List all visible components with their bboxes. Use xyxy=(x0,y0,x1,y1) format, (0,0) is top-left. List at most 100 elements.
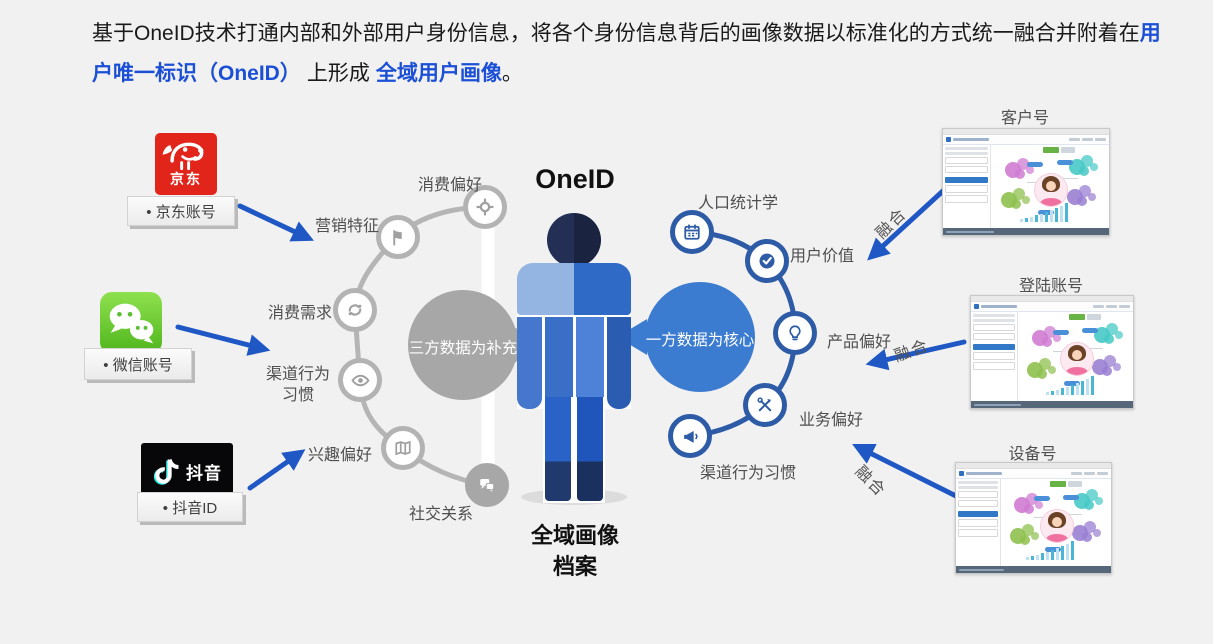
mini-cluster-teal xyxy=(1093,322,1124,345)
douyin-note-icon xyxy=(153,458,179,485)
mini-canvas xyxy=(1001,479,1111,566)
node-product-preference xyxy=(773,311,817,355)
douyin-logo-text: 抖音 xyxy=(186,463,222,483)
mini-tag xyxy=(1064,381,1081,387)
arrow-fuse-2 xyxy=(865,339,967,371)
figure-left-arm xyxy=(517,317,542,409)
headline-period: 。 xyxy=(501,62,523,85)
wechat-account-label: • 微信账号 xyxy=(84,348,192,380)
label-user-value: 用户价值 xyxy=(790,248,855,265)
mini-body xyxy=(943,145,1109,228)
mini-cluster-purple xyxy=(1091,354,1122,377)
mini-tag xyxy=(1057,159,1074,165)
mini-toggle-on xyxy=(1049,481,1066,487)
headline-mid: 上形成 xyxy=(306,62,370,85)
mini-header xyxy=(956,469,1111,479)
label-channel-behavior-right: 渠道行为习惯 xyxy=(700,465,797,482)
headline-blue-oneid: 户唯一标识（OneID） xyxy=(92,62,301,85)
node-user-value xyxy=(745,239,789,283)
panel-screenshot-customer-id xyxy=(942,128,1110,236)
mini-avatar xyxy=(1059,342,1094,377)
headline-line2: 户唯一标识（OneID）上形成全域用户画像。 xyxy=(92,54,1162,94)
mini-sidebar xyxy=(971,312,1019,401)
mini-tag xyxy=(1026,161,1043,167)
mini-toggle-off xyxy=(1086,314,1101,320)
mini-bar-chart xyxy=(1026,541,1075,560)
mini-toggle-on xyxy=(1068,314,1085,320)
label-product-preference: 产品偏好 xyxy=(827,334,892,351)
chat-icon xyxy=(480,479,495,492)
mini-toggle-off xyxy=(1067,481,1082,487)
mini-tag xyxy=(1045,546,1062,552)
mini-titlebar xyxy=(956,463,1111,469)
oneid-title: OneID xyxy=(535,164,615,194)
megaphone-icon xyxy=(683,430,698,443)
node-channel-behavior-left xyxy=(338,358,382,402)
mini-toggle-off xyxy=(1061,147,1075,153)
headline: 基于OneID技术打通内部和外部用户身份信息，将各个身份信息背后的画像数据以标准… xyxy=(92,14,1162,94)
node-interest-preference xyxy=(381,426,425,470)
figure-head xyxy=(547,213,601,267)
headline-text: 基于OneID技术打通内部和外部用户身份信息，将各个身份信息背后的画像数据以标准… xyxy=(92,22,1140,45)
label-consume-demand: 消费需求 xyxy=(268,305,333,322)
node-demographics xyxy=(670,210,714,254)
gear-icon xyxy=(476,198,494,216)
wechat-app-icon xyxy=(100,292,162,354)
mini-tag xyxy=(1062,494,1079,500)
panel-title-login-account: 登陆账号 xyxy=(1018,278,1083,295)
figure-right-arm xyxy=(607,317,631,409)
label-demographics: 人口统计学 xyxy=(698,195,779,212)
first-party-bubble: 一方数据为核心 xyxy=(617,282,755,392)
mini-canvas xyxy=(1018,312,1133,401)
mini-toggle-on xyxy=(1043,147,1059,153)
eye-icon xyxy=(350,374,370,386)
headline-line1: 基于OneID技术打通内部和外部用户身份信息，将各个身份信息背后的画像数据以标准… xyxy=(92,14,1162,54)
node-social-relations xyxy=(465,463,509,507)
mini-footer xyxy=(971,401,1133,408)
wechat-bubbles-icon xyxy=(109,303,154,344)
jd-account-label: • 京东账号 xyxy=(127,196,235,226)
mini-tag xyxy=(1082,328,1099,334)
label-consume-preference: 消费偏好 xyxy=(418,177,483,194)
mini-titlebar xyxy=(971,296,1133,302)
label-channel-behavior-left: 渠道行为习惯 xyxy=(265,366,330,404)
label-interest-preference: 兴趣偏好 xyxy=(308,447,373,464)
mini-footer xyxy=(956,566,1111,573)
check-icon xyxy=(759,253,775,269)
label-marketing-traits: 营销特征 xyxy=(315,218,380,235)
mini-bar-chart xyxy=(1045,376,1094,395)
label-business-preference: 业务偏好 xyxy=(799,412,864,429)
mini-sidebar xyxy=(943,145,992,228)
person-figure xyxy=(517,213,632,509)
mini-header xyxy=(971,302,1133,312)
mini-canvas xyxy=(991,145,1109,228)
mini-cluster-green xyxy=(1010,524,1040,546)
mini-cluster-magenta xyxy=(1005,158,1035,180)
bulb-icon xyxy=(789,325,801,341)
headline-blue-start: 用 xyxy=(1139,22,1161,45)
arrow-wechat xyxy=(175,324,271,356)
third-party-bubble-text: 三方数据为补充 xyxy=(408,340,518,357)
figure-shoulders xyxy=(517,263,631,315)
mini-avatar xyxy=(1034,173,1069,208)
mini-cluster-purple xyxy=(1071,520,1102,543)
figure-chest-left xyxy=(545,317,573,397)
flow-arrows xyxy=(175,187,967,501)
arrow-jd xyxy=(237,203,314,242)
arrow-douyin xyxy=(247,449,306,491)
jd-logo-text: 京东 xyxy=(170,171,202,187)
tools-icon xyxy=(757,397,772,412)
node-channel-behavior-right xyxy=(668,414,712,458)
label-social-relations: 社交关系 xyxy=(409,506,474,523)
douyin-app-icon: 抖音 xyxy=(141,443,233,499)
mini-titlebar xyxy=(943,129,1109,135)
mini-cluster-magenta xyxy=(1031,326,1062,348)
mini-cluster-green xyxy=(1027,358,1057,380)
headline-blue-portrait: 全域用户画像 xyxy=(375,62,502,85)
mini-cluster-teal xyxy=(1073,489,1104,511)
mini-cluster-purple xyxy=(1066,184,1097,207)
figure-left-leg xyxy=(545,397,571,501)
mini-header xyxy=(943,135,1109,145)
mini-cluster-green xyxy=(1000,188,1031,210)
